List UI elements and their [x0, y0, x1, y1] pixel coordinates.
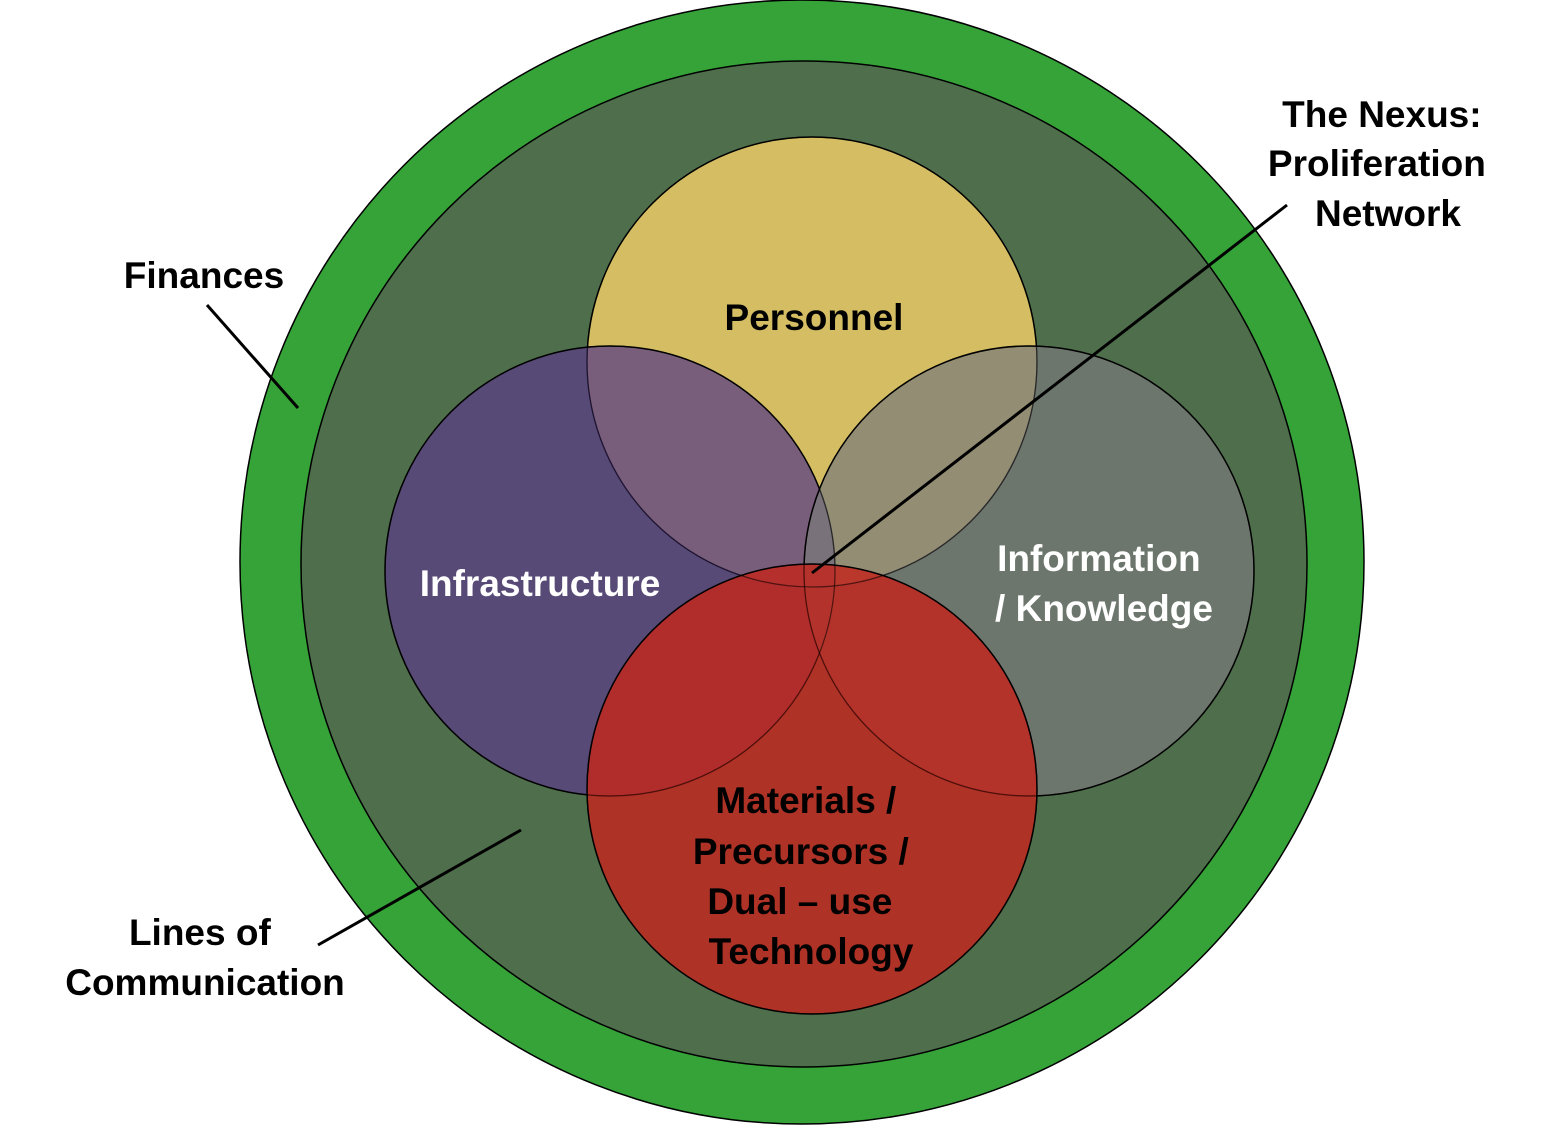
personnel-label: Personnel — [725, 297, 904, 338]
finances-leader-line — [205, 304, 300, 409]
nexus-leader-line — [811, 203, 1288, 575]
materials-label-line-3: Dual – use — [707, 881, 892, 922]
circle-outlines — [384, 136, 1255, 1015]
information-label-line-1: Information — [997, 538, 1200, 579]
information-knowledge-label: Information / Knowledge — [995, 538, 1213, 629]
materials-label-line-2: Precursors / — [693, 831, 909, 872]
infrastructure-label: Infrastructure — [420, 563, 661, 604]
materials-label-line-4: Technology — [709, 931, 914, 972]
materials-label-line-1: Materials / — [715, 780, 896, 821]
finances-label-line: Finances — [124, 255, 284, 296]
lines-of-communication-label: Lines of Communication — [65, 912, 345, 1003]
nexus-label-line-2: Proliferation — [1268, 143, 1486, 184]
communication-label-line-2: Communication — [65, 962, 345, 1003]
materials-label: Materials / Precursors / Dual – use Tech… — [693, 780, 919, 972]
information-label-line-2: / Knowledge — [995, 588, 1213, 629]
finances-label: Finances — [124, 255, 284, 296]
communication-leader-line — [317, 828, 522, 947]
communication-label-line-1: Lines of — [129, 912, 272, 953]
personnel-label-line: Personnel — [725, 297, 904, 338]
nexus-label-line-3: Network — [1315, 193, 1461, 234]
nexus-label: The Nexus: Proliferation Network — [1268, 94, 1496, 234]
nexus-label-line-1: The Nexus: — [1282, 94, 1481, 135]
infrastructure-label-line: Infrastructure — [420, 563, 661, 604]
